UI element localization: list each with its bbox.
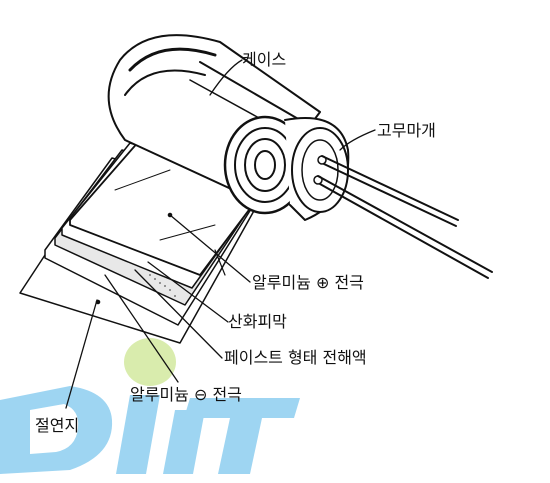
label-aluminum-positive: 알루미늄 ⊕ 전극: [252, 273, 364, 292]
leader-lines: [65, 59, 376, 409]
label-case: 케이스: [242, 50, 287, 69]
rubber-stopper-leader: [339, 129, 376, 151]
label-paste-electrolyte: 페이스트 형태 전해액: [224, 348, 367, 367]
insulating-paper-leader: [65, 299, 98, 409]
paste-electrolyte-leader: [134, 269, 223, 359]
watermark-logo: [0, 338, 300, 474]
label-aluminum-negative: 알루미늄 ⊖ 전극: [130, 385, 242, 404]
negative-electrode-leader: [104, 274, 179, 383]
lead-wires: [317, 155, 493, 279]
label-rubber-stopper: 고무마개: [377, 121, 436, 140]
positive-electrode-leader: [169, 214, 251, 283]
case-leader: [209, 59, 243, 96]
rubber-stopper: [284, 117, 350, 221]
label-oxide-film: 산화피막: [228, 312, 287, 331]
oxide-film-leader: [147, 261, 229, 323]
label-insulating-paper: 절연지: [35, 416, 80, 435]
